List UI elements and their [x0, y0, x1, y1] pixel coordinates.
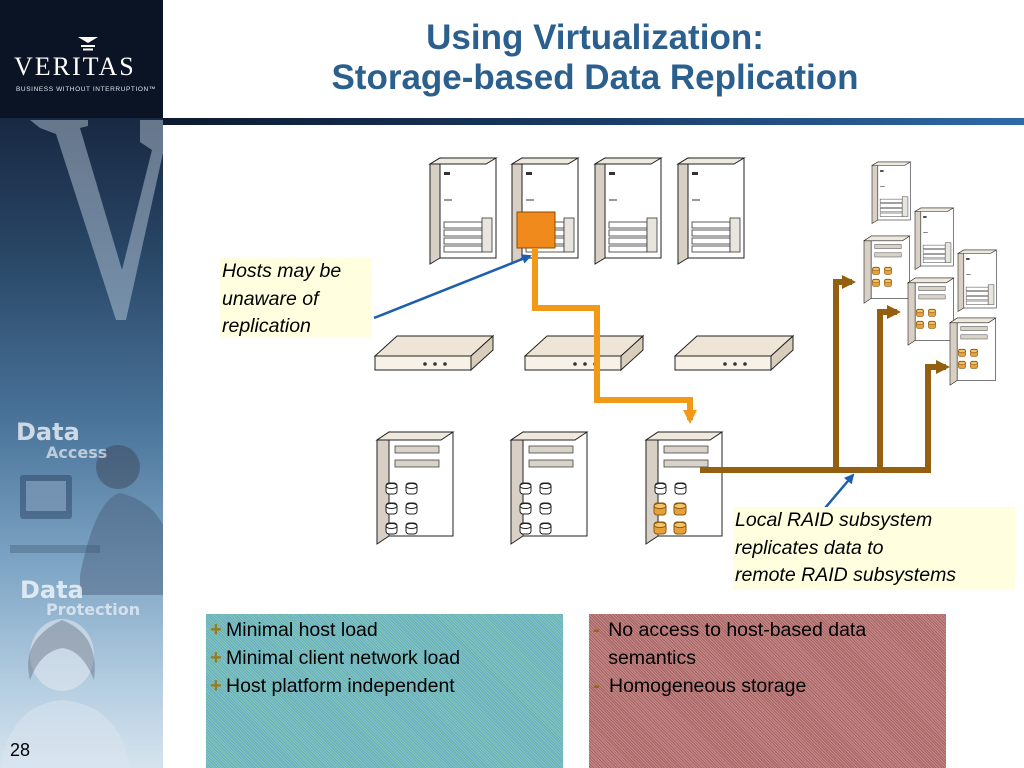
network-switch-1	[374, 335, 494, 371]
remote-server-1	[871, 161, 911, 224]
host-server-1	[429, 157, 497, 265]
person-portrait-photo	[0, 619, 130, 768]
cons-item-text: Homogeneous storage	[609, 675, 807, 697]
replication-diagram	[373, 157, 997, 545]
sidebar-section-data-protection-title: Data	[20, 576, 84, 604]
host-server-4	[677, 157, 745, 265]
raid-array-1	[376, 431, 454, 545]
cons-panel: - No access to host-based data semantics…	[589, 614, 946, 768]
network-switch-3	[674, 335, 794, 371]
plus-icon: +	[210, 675, 222, 697]
host-server-3	[594, 157, 662, 265]
active-host-highlight	[516, 211, 556, 249]
sidebar: VERITAS BUSINESS WITHOUT INTERRUPTION™ D…	[0, 0, 163, 768]
logo-wordmark: VERITAS	[14, 52, 136, 81]
page-number: 28	[10, 740, 31, 760]
slide-title: Using Virtualization: Storage-based Data…	[180, 18, 1010, 98]
cons-item: - No access to host-based data semantics	[593, 616, 942, 672]
pros-item-text: Host platform independent	[226, 675, 455, 697]
hosts-callout: Hosts may be unaware of replication	[220, 258, 372, 338]
network-switch-2	[524, 335, 644, 371]
remote-server-3	[957, 249, 997, 312]
minus-icon: -	[593, 675, 600, 697]
plus-icon: +	[210, 619, 222, 641]
local-io-path	[532, 248, 697, 424]
watermark-v-icon	[30, 120, 163, 320]
sidebar-section-data-protection-sub: Protection	[46, 600, 141, 619]
raid-array-3-source	[645, 431, 723, 545]
veritas-logo-mark-icon	[78, 37, 98, 51]
plus-icon: +	[210, 647, 222, 669]
hosts-callout-line: unaware of	[222, 287, 319, 310]
pros-item: + Host platform independent	[210, 672, 559, 700]
pros-item: + Minimal host load	[210, 616, 559, 644]
slide-title-line1: Using Virtualization:	[426, 18, 764, 57]
remote-raid-array-2	[907, 277, 954, 346]
remote-raid-array-3	[949, 317, 996, 386]
raid-callout-line: replicates data to	[735, 536, 884, 559]
hosts-callout-line: Hosts may be	[222, 260, 342, 282]
title-underline-bar	[163, 118, 1024, 125]
hosts-callout-line: replication	[222, 315, 311, 337]
replication-paths	[700, 275, 950, 473]
remote-raid-array-1	[863, 235, 910, 304]
pros-item-text: Minimal client network load	[226, 647, 461, 669]
logo-tagline: BUSINESS WITHOUT INTERRUPTION™	[16, 86, 156, 93]
raid-callout-line: remote RAID subsystems	[735, 564, 957, 586]
person-at-computer-photo	[10, 445, 163, 595]
raid-callout-line: Local RAID subsystem	[735, 509, 933, 531]
cons-item-text: No access to host-based data semantics	[608, 619, 867, 669]
hosts-callout-arrow	[373, 254, 532, 320]
pros-panel: + Minimal host load + Minimal client net…	[206, 614, 563, 768]
raid-array-2	[510, 431, 588, 545]
pros-item-text: Minimal host load	[226, 619, 378, 641]
sidebar-section-data-access-title: Data	[16, 418, 80, 446]
minus-icon: -	[593, 619, 600, 641]
slide-title-line2: Storage-based Data Replication	[331, 58, 859, 97]
logo-area: VERITAS BUSINESS WITHOUT INTERRUPTION™	[0, 0, 163, 118]
raid-callout: Local RAID subsystem replicates data to …	[733, 507, 1015, 590]
sidebar-section-data-access-sub: Access	[46, 443, 108, 462]
remote-server-2	[914, 207, 954, 270]
pros-item: + Minimal client network load	[210, 644, 559, 672]
cons-item: - Homogeneous storage	[593, 672, 942, 700]
